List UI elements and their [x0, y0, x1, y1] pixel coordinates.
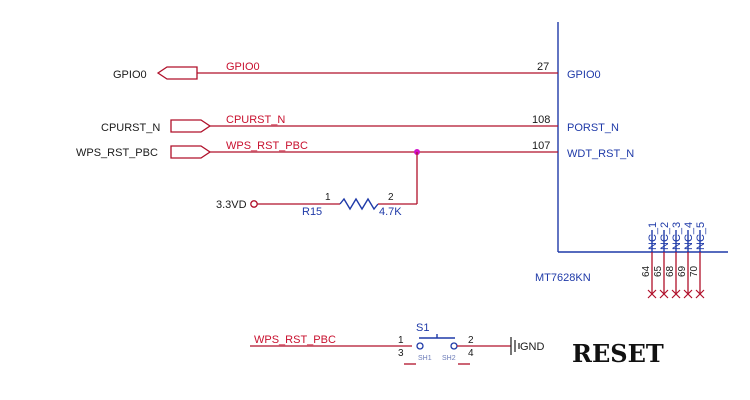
- supply-terminal: [250, 200, 258, 208]
- nc-pin-name: NC_5: [695, 222, 707, 250]
- switch-pin3: 3: [398, 348, 404, 359]
- switch-pin2: 2: [468, 335, 474, 346]
- resistor-value: 4.7K: [379, 206, 402, 218]
- nc-pin-num: 69: [677, 265, 688, 277]
- nc-pin-num: 64: [641, 265, 652, 277]
- port-arrow-cpurst-n: [170, 119, 212, 133]
- nc-pin-name: NC_4: [683, 222, 695, 250]
- pullup-resistor-r15: 3.3VD 1 2 R15 4.7K: [216, 192, 417, 218]
- nc-pin-70: NC_5 70: [689, 222, 707, 299]
- nc-pin-name: NC_2: [659, 222, 671, 250]
- switch-shield1: SH1: [418, 355, 432, 362]
- pin-name-gpio0: GPIO0: [567, 69, 601, 81]
- nc-pin-name: NC_1: [647, 222, 659, 250]
- nc-pin-64: NC_1 64: [641, 222, 659, 299]
- net-gpio0: GPIO0 GPIO0 27 GPIO0: [113, 61, 601, 81]
- net-label-wps-rst-pbc: WPS_RST_PBC: [226, 140, 308, 152]
- nc-pin-num: 68: [665, 265, 676, 277]
- port-arrow-wps-rst-pbc: [170, 145, 212, 159]
- resistor-zigzag: [339, 197, 379, 211]
- switch-net-label: WPS_RST_PBC: [254, 334, 336, 346]
- block-title: RESET: [572, 339, 664, 368]
- resistor-ref: R15: [302, 206, 322, 218]
- pin-name-wdt-rst-n: WDT_RST_N: [567, 148, 634, 160]
- resistor-pin2: 2: [388, 192, 394, 203]
- resistor-pin1: 1: [325, 192, 331, 203]
- reset-switch-s1: WPS_RST_PBC S1 1 3 2 4 SH1 SH2: [250, 322, 511, 365]
- ground-symbol: GND: [510, 337, 545, 355]
- nc-pin-name: NC_3: [671, 222, 683, 250]
- nc-pin-65: NC_2 65: [653, 222, 671, 299]
- nc-pin-69: NC_4 69: [677, 222, 695, 299]
- nc-pin-num: 65: [653, 265, 664, 277]
- switch-shield2: SH2: [442, 355, 456, 362]
- net-wps-rst-pbc: WPS_RST_PBC WPS_RST_PBC 107 WDT_RST_N: [76, 140, 634, 204]
- ground-label: GND: [520, 341, 545, 353]
- port-label-gpio0: GPIO0: [113, 69, 147, 81]
- port-label-cpurst-n: CPURST_N: [101, 122, 160, 134]
- nc-pin-68: NC_3 68: [665, 222, 683, 299]
- pin-num-27: 27: [537, 61, 549, 73]
- switch-pin4: 4: [468, 348, 474, 359]
- nc-pins: NC_1 64 NC_2 65 NC_3 68 NC_4 69: [641, 222, 707, 299]
- switch-pin1: 1: [398, 335, 404, 346]
- net-label-cpurst-n: CPURST_N: [226, 114, 285, 126]
- port-label-wps-rst-pbc: WPS_RST_PBC: [76, 147, 158, 159]
- port-arrow-gpio0: [156, 66, 198, 80]
- pin-num-107: 107: [532, 140, 550, 152]
- net-label-gpio0: GPIO0: [226, 61, 260, 73]
- net-cpurst-n: CPURST_N CPURST_N 108 PORST_N: [101, 114, 619, 134]
- pin-num-108: 108: [532, 114, 550, 126]
- pin-name-porst-n: PORST_N: [567, 122, 619, 134]
- switch-ref: S1: [416, 322, 429, 334]
- supply-label: 3.3VD: [216, 199, 247, 211]
- chip-name: MT7628KN: [535, 272, 591, 284]
- nc-pin-num: 70: [689, 265, 700, 277]
